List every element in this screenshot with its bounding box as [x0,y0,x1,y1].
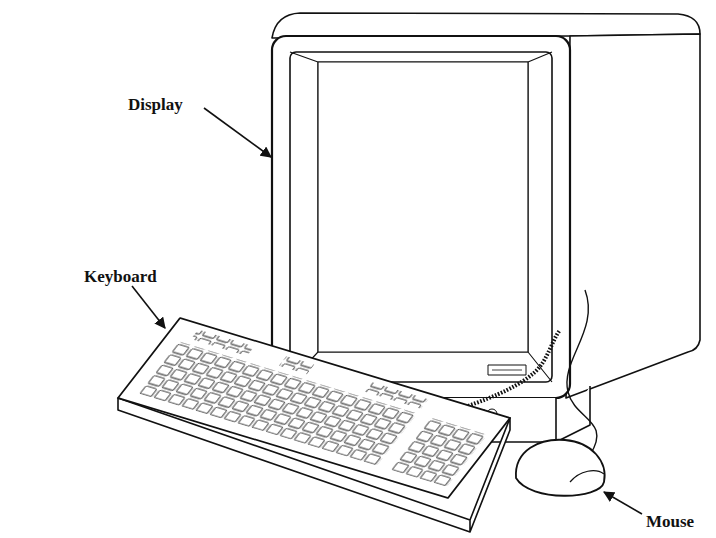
leader-arrow [604,492,642,514]
badge-mark [492,370,522,371]
screen-bevel [290,52,552,382]
part-label: Display [128,96,183,113]
leader-arrow [132,286,165,328]
leader-arrow [204,108,271,157]
monitor-inner-bezel [290,52,552,382]
mouse-button [570,471,604,482]
brand-badge [488,365,526,375]
monitor-side [566,34,700,398]
mouse-body [516,440,605,496]
monitor-bezel [272,36,570,398]
part-label: Mouse [646,513,694,530]
part-label: Keyboard [84,268,157,285]
mouse-cable [567,290,597,455]
keyboard-coil-cable [462,330,560,408]
screen [318,62,528,352]
keyboard-top [118,318,510,498]
